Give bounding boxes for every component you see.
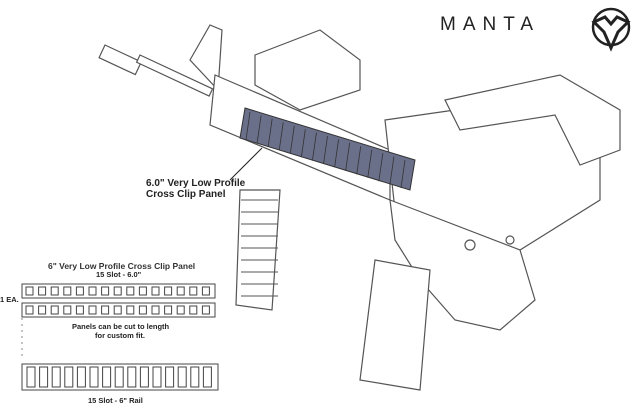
panel-slot [113, 305, 122, 315]
panel-slot-line [345, 142, 351, 171]
panel-slot [201, 286, 210, 296]
panel-slot [50, 305, 59, 315]
quantity-label: 1 EA. [0, 295, 19, 304]
panel-slot-line [323, 135, 328, 165]
callout-leader-line [229, 147, 263, 181]
cross-clip-panel-drawing [21, 283, 216, 318]
cross-clip-panel-highlight [239, 107, 416, 191]
note-line-2: for custom fit. [95, 331, 145, 340]
panel-slot-line [400, 159, 406, 189]
panel-slot [38, 286, 47, 296]
panel-slot-line [378, 153, 384, 182]
rail-slot [89, 366, 99, 388]
panel-slot [126, 305, 135, 315]
rail-box [254, 29, 361, 111]
note-line-1: Panels can be cut to length [72, 322, 170, 331]
panel-slot [50, 286, 59, 296]
rail-slot [102, 366, 112, 388]
rail-slot [114, 366, 124, 388]
panel-slot [201, 305, 210, 315]
rail-drawing [21, 363, 219, 391]
panel-slot [176, 305, 185, 315]
callout-line-1: 6.0" Very Low Profile [146, 178, 246, 189]
panel-slot [176, 286, 185, 296]
panel-slot [101, 286, 110, 296]
panel-slot [101, 305, 110, 315]
panel-slot-line [312, 132, 317, 161]
rail-slot [152, 366, 162, 388]
panel-slot [138, 305, 147, 315]
panel-slot-line [278, 122, 284, 151]
rail-slot [177, 366, 187, 388]
rail-slot [51, 366, 61, 388]
panel-slot [88, 305, 97, 315]
panel-slot-line [356, 146, 362, 175]
rail-slot [202, 366, 212, 388]
flash-hider [98, 44, 143, 76]
panel-slot [126, 286, 135, 296]
rail-label: 15 Slot - 6" Rail [88, 396, 143, 405]
rail-slot [127, 366, 137, 388]
panel-slot [138, 286, 147, 296]
cut-note: Panels can be cut to length for custom f… [72, 322, 170, 340]
callout-label: 6.0" Very Low Profile Cross Clip Panel [146, 178, 245, 200]
panel-slot [63, 286, 72, 296]
panel-slot [25, 286, 34, 296]
panel-slot [63, 305, 72, 315]
panel-slot-line [267, 118, 273, 147]
rail-slot [76, 366, 86, 388]
carry-handle [444, 74, 621, 166]
panel-slot-line [334, 139, 339, 168]
panel-slot [75, 286, 84, 296]
panel-slot-line [256, 115, 262, 144]
rail-slot [39, 366, 49, 388]
barrel [135, 54, 214, 97]
rail-slot [139, 366, 149, 388]
panel-slot [25, 305, 34, 315]
panel-slot [189, 305, 198, 315]
panel-slot-line [389, 156, 395, 185]
rail-slot [64, 366, 74, 388]
callout-line-2: Cross Clip Panel [146, 189, 226, 200]
panel-slot [164, 305, 173, 315]
front-sight [189, 24, 223, 92]
panel-slot [113, 286, 122, 296]
panel-subtitle: 15 Slot - 6.0" [96, 270, 142, 279]
panel-slot-line [245, 111, 251, 141]
magazine [359, 259, 431, 391]
panel-slot [151, 305, 160, 315]
panel-slot [75, 305, 84, 315]
pin [464, 239, 476, 251]
panel-slot [38, 305, 47, 315]
panel-slot [189, 286, 198, 296]
vertical-grip [235, 189, 281, 311]
panel-slot-line [289, 125, 295, 154]
panel-slot-line [367, 149, 373, 178]
brand-name: MANTA [440, 14, 541, 35]
panel-slot-line [300, 129, 306, 158]
rail-slot [26, 366, 36, 388]
rail-slot [190, 366, 200, 388]
panel-slot [88, 286, 97, 296]
lower-receiver [389, 199, 536, 331]
panel-slot [164, 286, 173, 296]
panel-slot [151, 286, 160, 296]
panel-title: 6" Very Low Profile Cross Clip Panel [48, 261, 196, 271]
rail-slot [165, 366, 175, 388]
